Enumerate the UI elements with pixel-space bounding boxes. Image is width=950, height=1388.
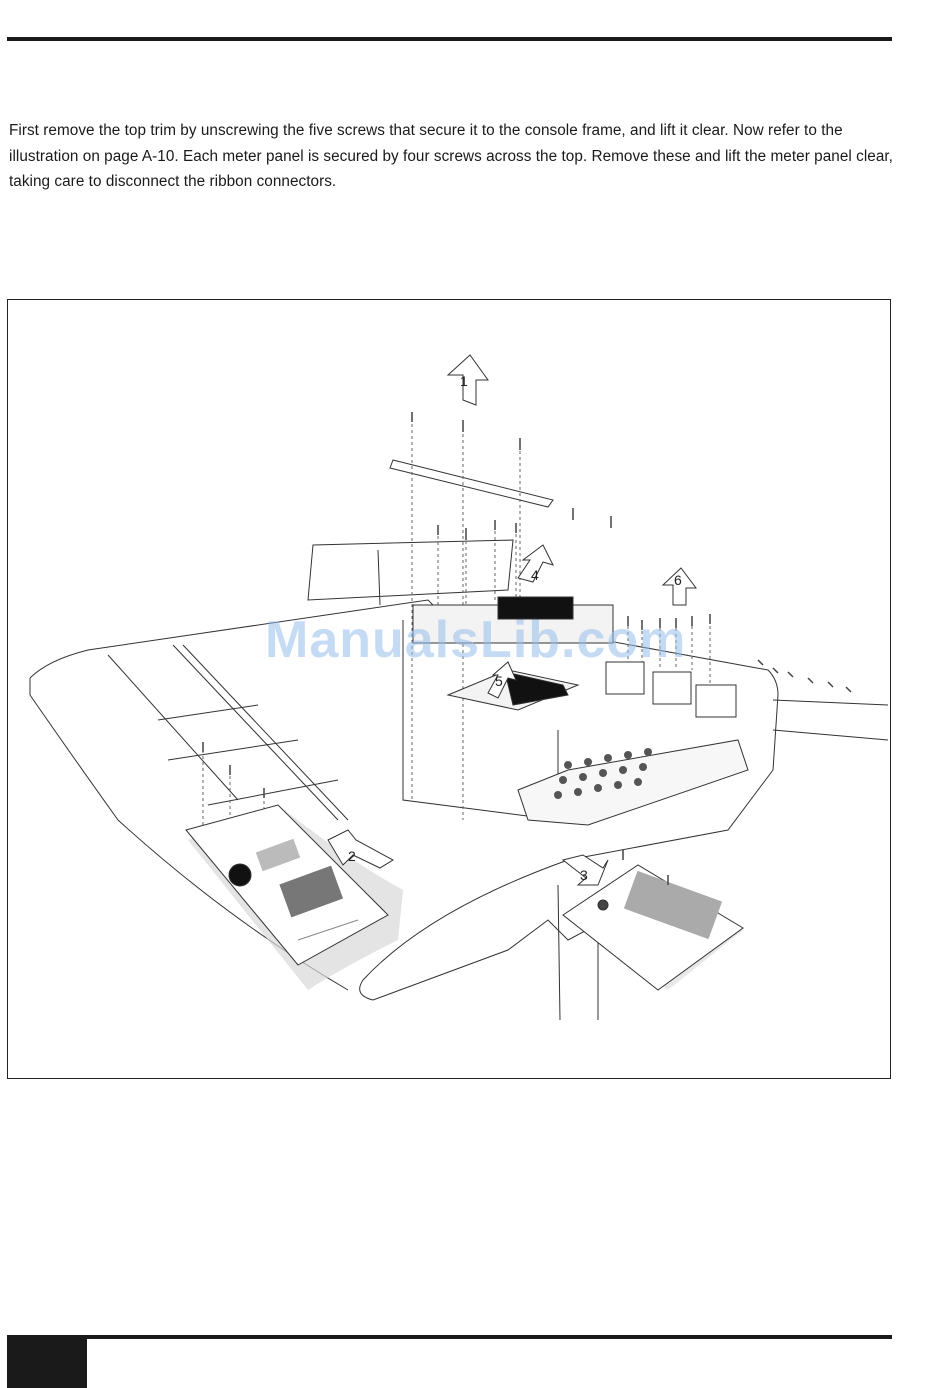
- callout-3: 3: [580, 867, 588, 883]
- callout-1: 1: [460, 373, 468, 389]
- console-exploded-diagram: 1 2 3 4 5 6: [7, 299, 891, 1079]
- lift-arrow-6: [661, 567, 697, 606]
- screw-guide-lines: [411, 418, 521, 820]
- lift-arrow-1: [446, 354, 489, 406]
- meter-panel-screws: [627, 614, 711, 630]
- console-illustration: 1 2 3 4 5 6: [29, 354, 889, 1021]
- fader-bay-lines: [107, 644, 349, 821]
- watermark-logo: ManualsLib.com: [265, 611, 687, 669]
- callout-6: 6: [674, 572, 682, 588]
- bridge-divider: [377, 549, 381, 606]
- callout-4: 4: [531, 567, 539, 583]
- side-screws: [757, 659, 852, 693]
- top-trim: [389, 459, 554, 508]
- vu-meter-2: [652, 671, 692, 705]
- channel-strip-area: [517, 739, 749, 826]
- trim-screws: [411, 412, 521, 450]
- lift-arrow-4: [517, 544, 554, 583]
- console-outline: [29, 599, 779, 1001]
- ribbon-connector-4: [497, 596, 574, 620]
- callout-5: 5: [495, 673, 503, 689]
- meter-bridge-back: [307, 539, 514, 601]
- left-control-panel: [185, 804, 403, 990]
- bay-dividers: [157, 704, 339, 806]
- bottom-rule: [7, 1335, 892, 1339]
- slide-arrow-3: [561, 854, 609, 886]
- instruction-paragraph: First remove the top trim by unscrewing …: [9, 122, 893, 190]
- lift-arrow-5: [487, 661, 517, 699]
- vu-meter-3: [695, 684, 737, 718]
- top-rule: [7, 37, 892, 41]
- panel-screws: [437, 508, 612, 540]
- vu-meter-1: [605, 661, 645, 695]
- slide-arrow-2: [327, 829, 394, 869]
- callout-2: 2: [348, 848, 356, 864]
- meter-screw-guides: [627, 620, 711, 700]
- lower-panel-screws: [202, 742, 669, 885]
- side-panel-lines: [772, 699, 889, 741]
- ribbon-connector-5: [504, 671, 569, 706]
- page-number-tab: [7, 1335, 87, 1388]
- right-control-panel: [562, 864, 744, 991]
